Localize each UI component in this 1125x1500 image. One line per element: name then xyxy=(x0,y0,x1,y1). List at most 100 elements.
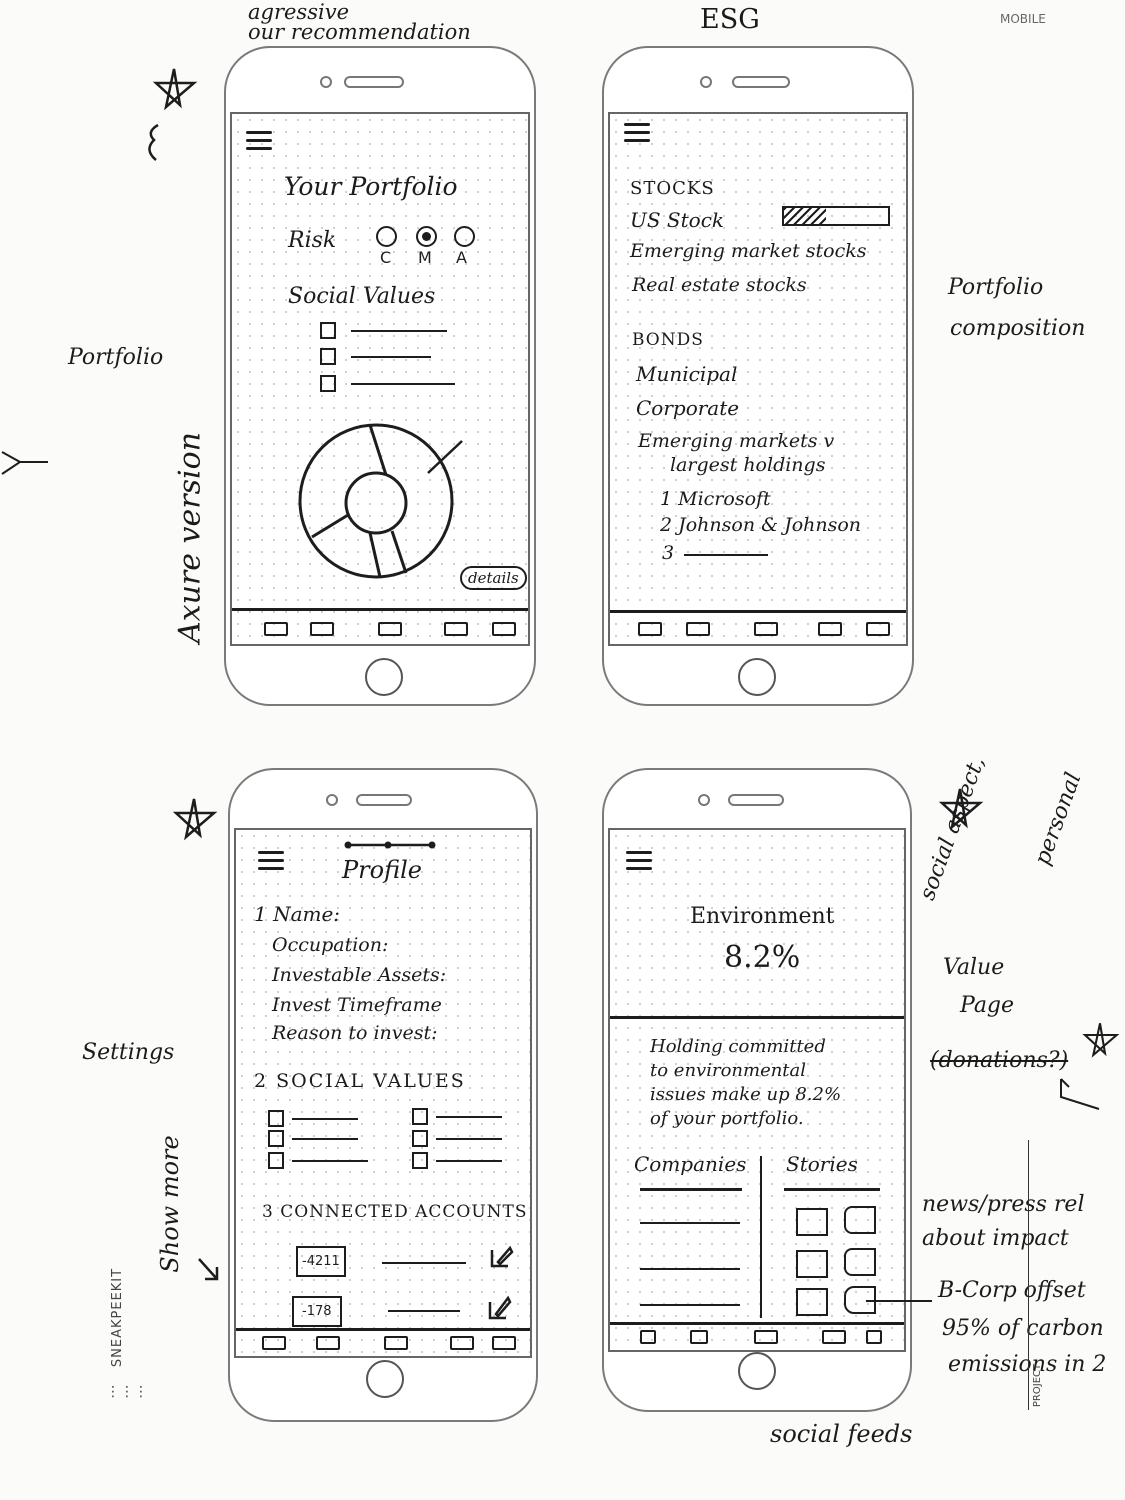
story-tile[interactable] xyxy=(796,1288,828,1316)
nav-tab-1[interactable] xyxy=(262,1336,286,1350)
risk-option-m: M xyxy=(418,248,432,267)
tab-companies[interactable]: Companies xyxy=(634,1152,747,1176)
star-icon-4 xyxy=(1082,1023,1120,1058)
checkbox[interactable] xyxy=(320,348,336,365)
account-1-line xyxy=(382,1262,466,1264)
social-value-item[interactable] xyxy=(268,1128,358,1147)
risk-radio-conservative[interactable] xyxy=(376,226,397,247)
company-row[interactable] xyxy=(640,1268,740,1270)
risk-radio-moderate[interactable] xyxy=(416,226,437,247)
holding-3-placeholder xyxy=(684,554,768,556)
occupation-field[interactable]: Occupation: xyxy=(272,934,389,956)
note-aggressive: agressive xyxy=(248,0,349,24)
story-tile[interactable] xyxy=(844,1248,876,1276)
nav-tab-1[interactable] xyxy=(264,622,288,636)
star-icon xyxy=(152,68,198,111)
project-label: PROJECT xyxy=(1032,1363,1044,1408)
account-card-178[interactable]: -178 xyxy=(292,1296,342,1327)
social-value-item[interactable] xyxy=(268,1108,358,1127)
environment-body-2: to environmental xyxy=(650,1060,807,1081)
speaker-slot xyxy=(344,76,404,88)
nav-tab-5[interactable] xyxy=(492,622,516,636)
social-value-row[interactable] xyxy=(320,320,448,339)
us-stock-bar xyxy=(782,206,890,226)
hamburger-menu-icon[interactable] xyxy=(626,846,652,875)
largest-holdings-label: largest holdings xyxy=(670,454,826,476)
municipal-label: Municipal xyxy=(636,362,738,386)
progress-steps xyxy=(344,841,436,849)
nav-tab-4[interactable] xyxy=(444,622,468,636)
home-button[interactable] xyxy=(365,658,403,696)
screen-profile: Profile 1 Name: Occupation: Investable A… xyxy=(234,828,532,1358)
nav-tab-2[interactable] xyxy=(316,1336,340,1350)
phone-composition: STOCKS US Stock Emerging market stocks R… xyxy=(602,46,914,706)
portfolio-donut-chart[interactable] xyxy=(296,419,472,579)
nav-tab-3[interactable] xyxy=(754,1330,778,1344)
story-tile[interactable] xyxy=(844,1206,876,1234)
camera-icon xyxy=(326,794,338,806)
note-our-recommendation: our recommendation xyxy=(248,20,471,44)
home-button[interactable] xyxy=(366,1360,404,1398)
details-button[interactable]: details xyxy=(460,566,527,590)
social-value-item[interactable] xyxy=(412,1128,502,1147)
phone-profile: Profile 1 Name: Occupation: Investable A… xyxy=(228,768,538,1422)
speaker-slot xyxy=(728,794,784,806)
section-name: 1 Name: xyxy=(254,902,341,926)
nav-tab-4[interactable] xyxy=(450,1336,474,1350)
nav-tab-2[interactable] xyxy=(686,622,710,636)
social-value-item[interactable] xyxy=(412,1150,502,1169)
speaker-slot xyxy=(732,76,790,88)
checkbox[interactable] xyxy=(320,322,336,339)
page-title: Your Portfolio xyxy=(284,172,458,201)
hamburger-menu-icon[interactable] xyxy=(258,846,284,875)
checkbox[interactable] xyxy=(320,375,336,392)
tab-stories[interactable]: Stories xyxy=(786,1152,858,1176)
story-tile[interactable] xyxy=(796,1250,828,1278)
reason-field[interactable]: Reason to invest: xyxy=(272,1022,438,1044)
hamburger-menu-icon[interactable] xyxy=(246,126,272,155)
nav-tab-1[interactable] xyxy=(640,1330,656,1344)
nav-tab-5[interactable] xyxy=(492,1336,516,1350)
home-button[interactable] xyxy=(738,658,776,696)
note-personal: personal xyxy=(1030,769,1087,869)
holding-1: 1 Microsoft xyxy=(660,488,771,510)
tab-companies-underline xyxy=(640,1188,742,1191)
company-row[interactable] xyxy=(640,1304,740,1306)
risk-option-c: C xyxy=(380,248,392,267)
environment-percent: 8.2% xyxy=(724,940,801,975)
nav-tab-1[interactable] xyxy=(638,622,662,636)
risk-radio-aggressive[interactable] xyxy=(454,226,475,247)
holding-2: 2 Johnson & Johnson xyxy=(660,514,862,536)
note-bcorp: B-Corp offset xyxy=(938,1278,1086,1303)
section-social-values: 2 SOCIAL VALUES xyxy=(254,1070,466,1092)
social-value-item[interactable] xyxy=(412,1106,502,1125)
nav-tab-4[interactable] xyxy=(822,1330,846,1344)
camera-icon xyxy=(700,76,712,88)
edit-pencil-icon[interactable] xyxy=(488,1244,514,1270)
home-button[interactable] xyxy=(738,1352,776,1390)
social-value-row[interactable] xyxy=(320,346,432,365)
hamburger-menu-icon[interactable] xyxy=(624,118,650,147)
social-value-item[interactable] xyxy=(268,1150,368,1169)
social-value-row[interactable] xyxy=(320,373,456,392)
timeframe-field[interactable]: Invest Timeframe xyxy=(272,994,442,1016)
nav-tab-5[interactable] xyxy=(866,1330,882,1344)
nav-tab-3[interactable] xyxy=(378,622,402,636)
nav-tab-3[interactable] xyxy=(754,622,778,636)
company-row[interactable] xyxy=(640,1222,740,1224)
emerging-markets-label: Emerging markets v xyxy=(638,430,835,452)
edit-pencil-icon[interactable] xyxy=(486,1294,512,1322)
nav-tab-4[interactable] xyxy=(818,622,842,636)
investable-assets-field[interactable]: Investable Assets: xyxy=(272,964,447,986)
nav-tab-3[interactable] xyxy=(384,1336,408,1350)
account-card-4211[interactable]: -4211 xyxy=(296,1246,346,1277)
note-portfolio: Portfolio xyxy=(68,345,164,370)
nav-tab-5[interactable] xyxy=(866,622,890,636)
nav-tab-2[interactable] xyxy=(310,622,334,636)
story-tile[interactable] xyxy=(796,1208,828,1236)
nav-tab-2[interactable] xyxy=(690,1330,708,1344)
sneakpeekit-label: SNEAKPEEKIT xyxy=(110,1267,126,1368)
social-values-label: Social Values xyxy=(288,284,436,309)
real-estate-label: Real estate stocks xyxy=(632,274,807,296)
note-emissions: emissions in 2 xyxy=(948,1352,1107,1377)
